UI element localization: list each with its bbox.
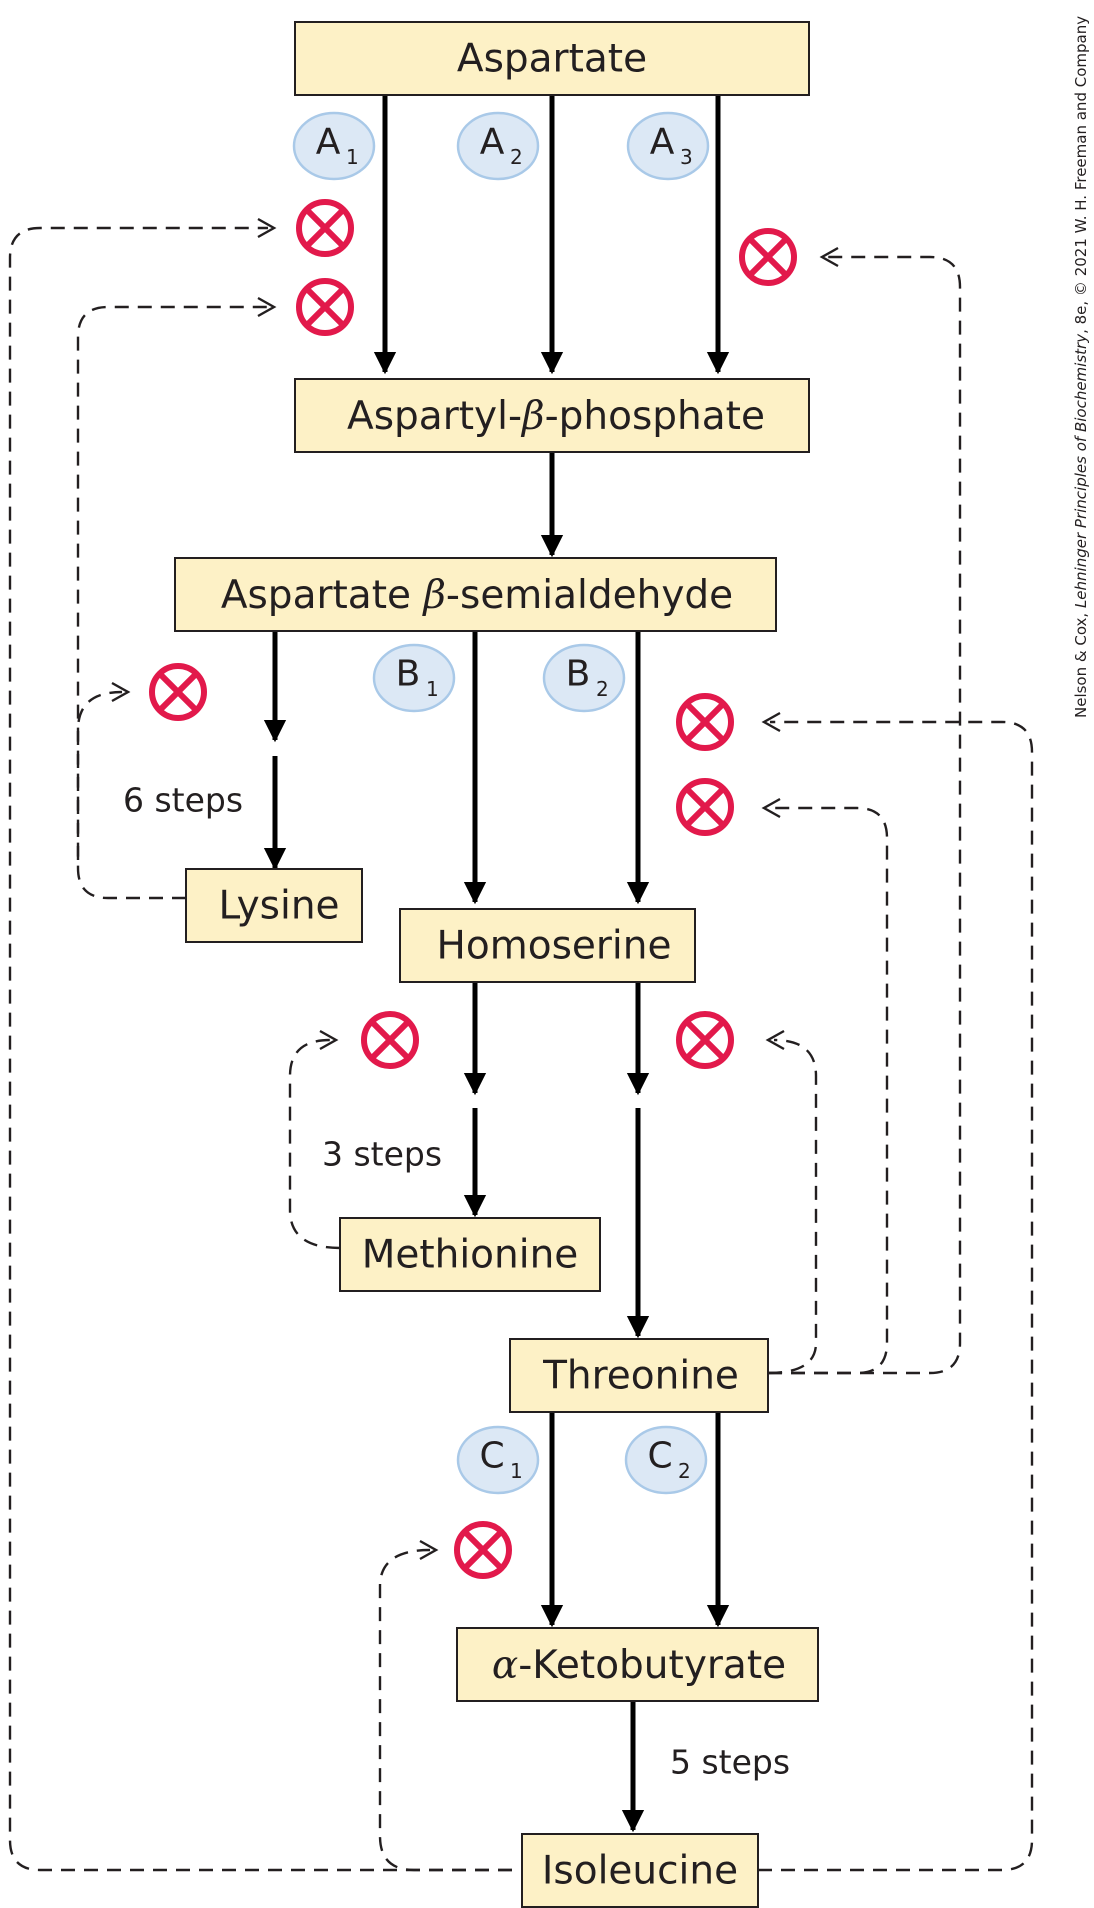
node-methionine: Methionine [339,1217,601,1292]
arrowhead-open [761,797,781,819]
node-threonine: Threonine [509,1338,769,1413]
node-alpha-ketobutyrate: α-Ketobutyrate [456,1627,819,1702]
arrowhead-open [257,217,277,239]
step-label-lysine: 6 steps [123,781,243,820]
feedback-threonine-to-a3 [768,255,962,1375]
arrowhead-open [761,711,781,733]
inhibition-icon [299,281,351,333]
node-label: α-Ketobutyrate [492,1643,786,1688]
node-label: Methionine [362,1233,579,1278]
svg-text:2: 2 [596,677,609,701]
svg-text:A: A [316,122,341,163]
enzyme-c2: C 2 [624,1425,708,1495]
feedback-methionine-to-methionine-branch [288,1038,341,1250]
inhibition-icon [679,781,731,833]
node-label: Homoserine [437,924,672,969]
inhibition-icon [364,1014,416,1066]
node-homoserine: Homoserine [399,908,696,983]
enzyme-a2: A 2 [456,111,540,181]
svg-text:1: 1 [346,145,359,169]
metabolite-nodes: Aspartate Aspartyl-β-phosphate Aspartate… [174,21,819,1908]
inhibition-icon [742,231,794,283]
svg-text:C: C [647,1436,672,1477]
node-label: Aspartyl-β-phosphate [347,394,765,439]
enzyme-a1: A 1 [292,111,376,181]
feedback-isoleucine-to-a1 [8,226,512,1872]
inhibition-icon [679,696,731,748]
step-labels: 6 steps 3 steps 5 steps [123,781,790,1782]
arrowhead-open [765,1029,785,1051]
step-label-methionine: 3 steps [322,1135,442,1174]
inhibition-icon [299,202,351,254]
arrowhead-open [319,1029,339,1051]
svg-text:1: 1 [510,1459,523,1483]
feedback-isoleucine-to-b2 [758,720,1034,1872]
node-label: Lysine [218,884,339,929]
svg-text:3: 3 [680,145,693,169]
enzyme-b1: B 1 [372,643,456,713]
step-label-isoleucine: 5 steps [670,1743,790,1782]
svg-text:B: B [566,654,591,695]
node-aspartyl-phosphate: Aspartyl-β-phosphate [294,378,810,453]
enzyme-a3: A 3 [626,111,710,181]
svg-text:2: 2 [510,145,523,169]
inhibition-icon [457,1524,509,1576]
node-aspartate: Aspartate [294,21,810,96]
svg-text:C: C [479,1436,504,1477]
svg-text:A: A [650,122,675,163]
node-label: Aspartate [457,37,647,82]
svg-text:B: B [396,654,421,695]
feedback-isoleucine-to-c1 [378,1548,512,1872]
svg-text:2: 2 [678,1459,691,1483]
node-lysine: Lysine [185,868,363,943]
enzymes: A 1 A 2 A 3 B 1 B 2 C 1 C [292,111,710,1495]
arrowhead-open [419,1539,439,1561]
inhibition-icon [152,666,204,718]
feedback-lysine-to-a1 [76,305,268,900]
svg-text:A: A [480,122,505,163]
credit-line: Nelson & Cox, Lehninger Principles of Bi… [1072,16,1090,718]
feedback-lysine-to-lysine-branch [76,690,123,860]
node-aspartate-semialdehyde: Aspartate β-semialdehyde [174,557,777,632]
node-label: Threonine [542,1354,739,1399]
svg-text:1: 1 [426,677,439,701]
node-isoleucine: Isoleucine [521,1833,759,1908]
node-label: Aspartate β-semialdehyde [221,573,733,618]
feedback-loops [8,217,1034,1872]
feedback-threonine-to-b2 [768,806,889,1375]
node-label: Isoleucine [542,1849,738,1894]
arrowhead-open [111,681,131,703]
enzyme-c1: C 1 [456,1425,540,1495]
arrowhead-open [819,246,839,268]
flow-arrows [263,96,730,1833]
feedback-threonine-to-threonine-branch [767,1038,818,1375]
arrowhead-open [257,296,277,318]
inhibition-icon [679,1014,731,1066]
enzyme-b2: B 2 [542,643,626,713]
